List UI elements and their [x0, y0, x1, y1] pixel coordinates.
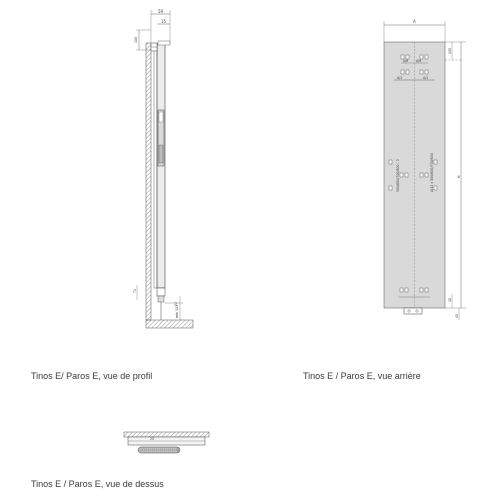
bottom-connection — [156, 287, 166, 297]
dim-side-bottom-left: 71 — [133, 289, 137, 293]
dim-rear-mid-right: A/12 x 500/600/700/800 — [430, 153, 434, 192]
dim-rear-bracket-left: A/6 — [403, 59, 408, 63]
top-wall-section — [123, 431, 210, 438]
dim-top-width: 25 — [150, 437, 154, 441]
dim-side-bottom-mid: 22 — [174, 302, 178, 306]
top-view: 25 — [123, 431, 210, 454]
rear-bottom-brackets — [399, 287, 429, 293]
heating-element — [157, 109, 165, 167]
caption-profile: Tinos E/ Paros E, vue de profil — [31, 371, 153, 381]
dim-rear-top-offset: 150 — [448, 48, 452, 54]
dim-rear-width: A — [413, 19, 416, 24]
caption-rear: Tinos E / Paros E, vue arrière — [303, 371, 421, 381]
dim-rear-height: H — [457, 175, 461, 178]
rear-top-brackets — [400, 54, 429, 75]
dim-rear-half-left: A/2 — [397, 76, 402, 80]
dim-rear-half-right: A/2 — [423, 76, 428, 80]
side-profile-view: 59 15 100 71 22 min 152 — [133, 9, 194, 329]
floor-section — [145, 319, 194, 329]
rear-view: A A/2 A/2 A/6 A/6 — [383, 19, 466, 320]
caption-top: Tinos E / Paros E, vue de dessus — [31, 479, 164, 489]
dim-rear-foot: 45 — [455, 314, 459, 318]
rear-mid-brackets — [388, 159, 438, 191]
wall-section — [145, 42, 152, 321]
rear-valve — [403, 307, 423, 315]
dim-side-bottom-value: min 152 — [175, 305, 179, 318]
dim-rear-bottom-offset: 40 — [448, 298, 452, 302]
dim-side-top-height: 100 — [134, 37, 138, 43]
dim-side-top-a: 59 — [158, 9, 164, 14]
dim-rear-bracket-right: A/6 — [416, 59, 421, 63]
dim-rear-mid-left: 500/600/700/800 - 3 — [396, 159, 400, 192]
dim-side-top-b: 15 — [161, 19, 167, 24]
